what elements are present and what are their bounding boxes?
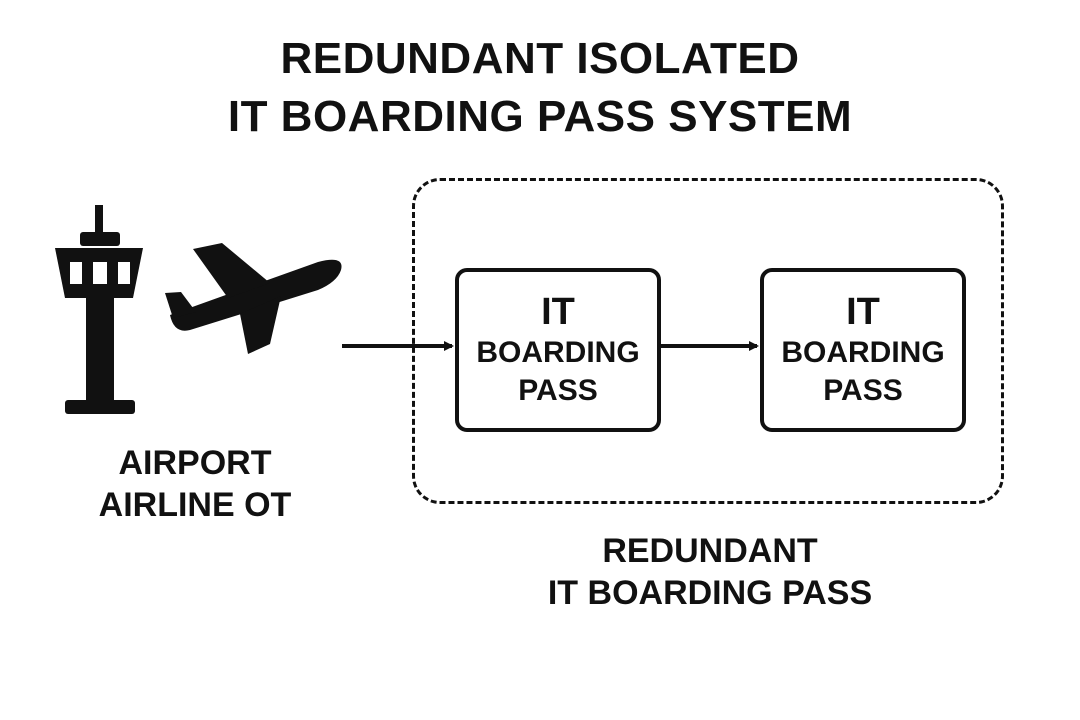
diagram-title: REDUNDANT ISOLATED IT BOARDING PASS SYST… <box>0 30 1080 146</box>
box-line-2: BOARDING <box>476 336 640 369</box>
box-line-3: PASS <box>823 374 903 407</box>
airplane-icon <box>165 243 342 354</box>
it-boarding-pass-box-redundant: IT BOARDING PASS <box>760 268 966 432</box>
box-line-1: IT <box>846 291 880 333</box>
box-line-3: PASS <box>518 374 598 407</box>
source-label: AIRPORT AIRLINE OT <box>60 442 330 526</box>
box-line-1: IT <box>541 291 575 333</box>
source-label-line-2: AIRLINE OT <box>98 486 292 524</box>
control-tower-icon <box>55 205 143 414</box>
title-line-1: REDUNDANT ISOLATED <box>280 34 800 83</box>
redundancy-group-boundary <box>412 178 1004 504</box>
group-label-line-2: IT BOARDING PASS <box>547 574 873 612</box>
group-label: REDUNDANT IT BOARDING PASS <box>490 530 930 614</box>
title-line-2: IT BOARDING PASS SYSTEM <box>227 92 853 141</box>
group-label-line-1: REDUNDANT <box>602 532 818 570</box>
it-boarding-pass-box-primary: IT BOARDING PASS <box>455 268 661 432</box>
source-label-line-1: AIRPORT <box>118 444 272 482</box>
box-line-2: BOARDING <box>781 336 945 369</box>
